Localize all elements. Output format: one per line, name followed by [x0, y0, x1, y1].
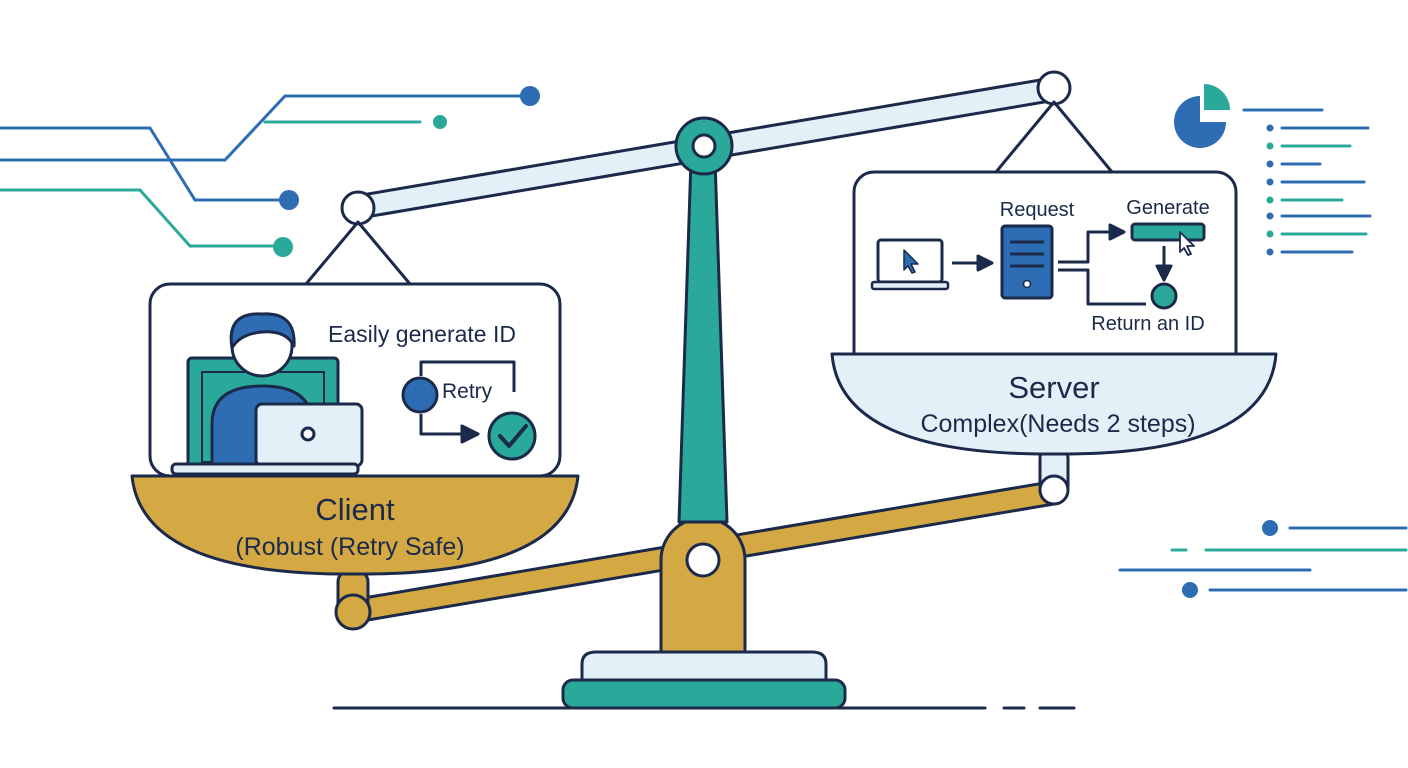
top-beam: [340, 70, 1072, 226]
laptop-icon: [170, 402, 364, 476]
client-tray: [130, 474, 580, 576]
hangers: [304, 100, 1114, 285]
server-pan: Request Generate Return an ID Server Com…: [830, 170, 1278, 456]
retry-loop-icon: [419, 360, 516, 444]
laptop-cursor-icon: [870, 238, 950, 291]
client-title: Client: [315, 492, 395, 527]
scale-base: [561, 650, 847, 710]
return-label: Return an ID: [1091, 313, 1204, 335]
generate-bar-icon: [1130, 222, 1206, 256]
central-column: [677, 158, 729, 524]
circuit-node: [433, 115, 447, 129]
check-circle-icon: [487, 411, 537, 461]
client-note: Easily generate ID: [328, 321, 516, 347]
circuit-node: [279, 190, 299, 210]
pie-chart-icon: [1174, 84, 1230, 148]
server-icon: [1000, 224, 1054, 300]
circuit-node: [273, 237, 293, 257]
return-node: [1150, 282, 1178, 310]
gold-pillar: [659, 516, 747, 654]
data-list-decoration: [1242, 108, 1372, 256]
retry-label: Retry: [442, 380, 493, 403]
client-subtitle: (Robust (Retry Safe): [235, 533, 464, 561]
right-decor-lines: [1118, 520, 1408, 598]
request-label: Request: [1000, 199, 1075, 221]
circuit-line: [0, 126, 292, 202]
client-pan: Easily generate ID Retry Client (Robust …: [130, 282, 580, 576]
server-pan-stem: [1038, 446, 1070, 506]
server-subtitle: Complex(Needs 2 steps): [920, 410, 1195, 438]
retry-node: [401, 376, 439, 414]
left-circuit-lines: [0, 94, 522, 248]
circuit-line: [0, 188, 277, 248]
flow-arrows: [952, 223, 1173, 306]
server-title: Server: [1008, 370, 1099, 405]
server-tray: [830, 352, 1278, 456]
circuit-line: [0, 94, 522, 162]
circuit-node: [520, 86, 540, 106]
generate-label: Generate: [1126, 197, 1209, 219]
